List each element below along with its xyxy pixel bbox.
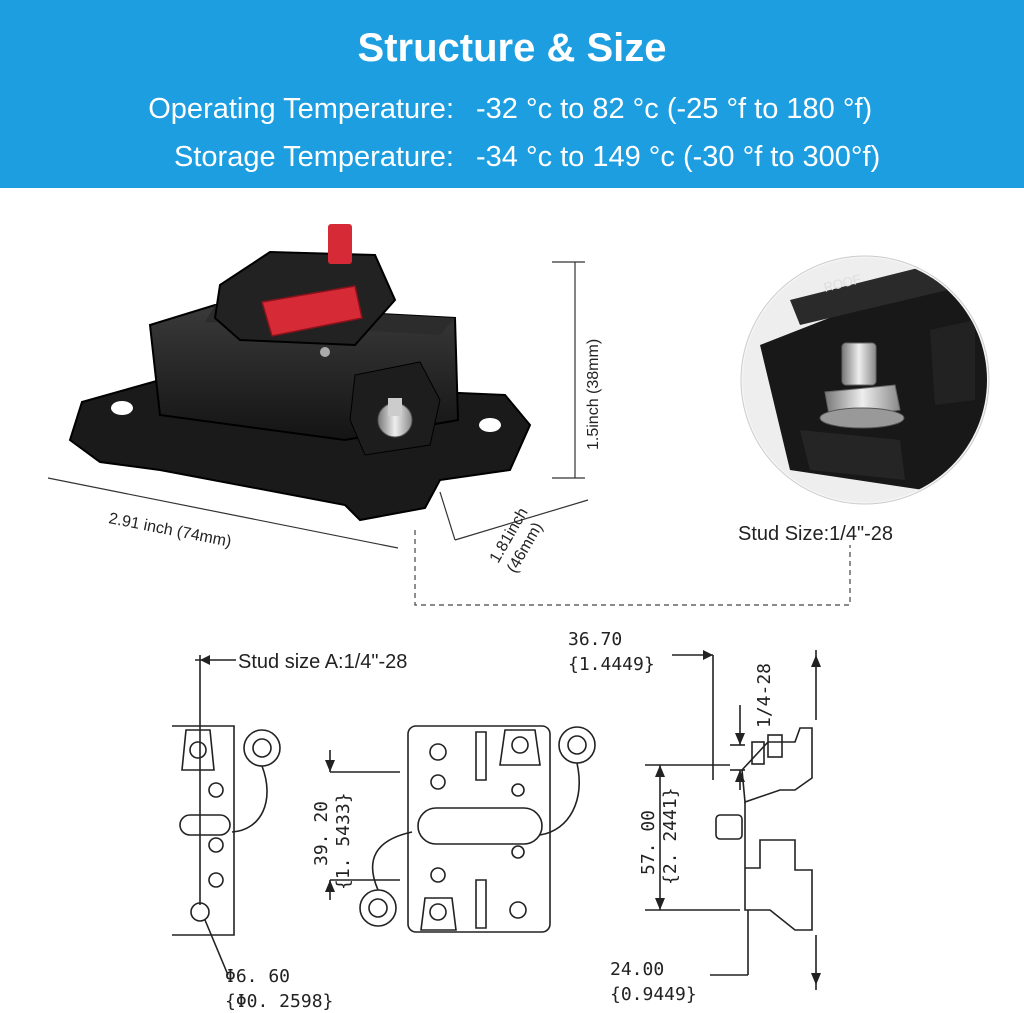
operating-temperature-row: Operating Temperature: -32 °c to 82 °c (… [0,93,1024,133]
dimension-arrows [200,650,821,985]
banner-title: Structure & Size [357,26,667,70]
switch-lever [261,285,363,337]
dim-0-9449: {0.9449} [610,984,697,1005]
leader-dashed-line [414,530,851,606]
storage-temperature-label: Storage Temperature: [174,141,454,173]
technical-drawing [172,650,817,990]
operating-temperature-label: Operating Temperature: [148,93,454,125]
mount-hole [111,401,133,415]
mount-hole [479,418,501,432]
stud-size-label: Stud Size:1/4"-28 [738,523,893,545]
dim-0-2598: {Φ0. 2598} [225,991,333,1012]
dim-1-4449: {1.4449} [568,654,655,675]
dim-1-5433: {1. 5433} [333,792,354,890]
dim-6-60: Φ6. 60 [225,966,290,987]
storage-temperature-value: -34 °c to 149 °c (-30 °f to 300°f) [476,141,881,173]
height-dimension: 1.5inch (38mm) [585,339,602,450]
dim-57-00: 57. 00 [638,810,659,875]
stud-size-a-label: Stud size A:1/4"-28 [238,651,407,673]
diagram-area: 2.91 inch (74mm) 1.81inch (46mm) 1.5inch… [47,224,990,1012]
width-dimension: 2.91 inch (74mm) [107,510,232,550]
storage-temperature-row: Storage Temperature: -34 °c to 149 °c (-… [0,141,1024,181]
dim-2-2441: {2. 2441} [660,787,681,885]
depth-dimension: 1.81inch (46mm) [487,505,547,576]
dim-36-70: 36.70 [568,629,622,650]
dim-1-4-28: 1/4-28 [754,663,775,728]
breaker-photo [68,224,532,522]
stud-closeup: ROOF [740,255,990,505]
header-banner: Structure & Size Operating Temperature: … [0,0,1024,188]
stud-bolt [841,342,877,386]
dim-24-00: 24.00 [610,959,664,980]
operating-temperature-value: -32 °c to 82 °c (-25 °f to 180 °f) [476,93,873,125]
dim-39-20: 39. 20 [311,801,332,866]
reset-button [328,224,352,264]
photo-dimension-lines [47,261,589,549]
